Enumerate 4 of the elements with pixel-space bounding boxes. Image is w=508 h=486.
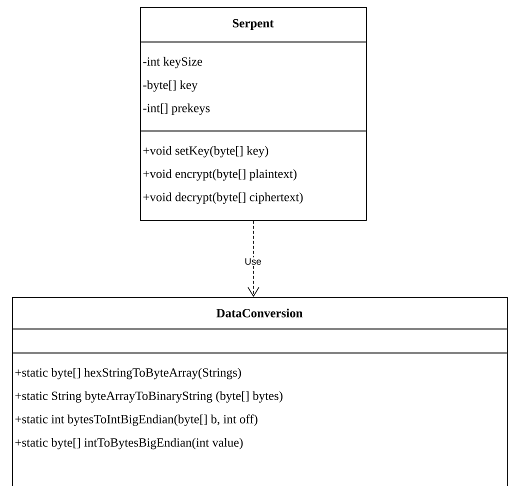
class-box: Serpent -int keySize -byte[] key -int[] prekeys +void setKey(byte[] key) +void encrypt(byte[] plaintext) +void decrypt(byte[] ciphertext) [140,7,367,221]
dependency-arrow [248,220,260,297]
class-box: DataConversion +static byte[] hexStringToByteArray(Strings) +static String byteArrayToBinaryString (byte[] bytes) +static int bytesToIntBigEndian(byte[] b, int off) +static byte[] intToBytesBigEndian(int value) [12,297,508,486]
edge-label: Use [244,257,262,266]
